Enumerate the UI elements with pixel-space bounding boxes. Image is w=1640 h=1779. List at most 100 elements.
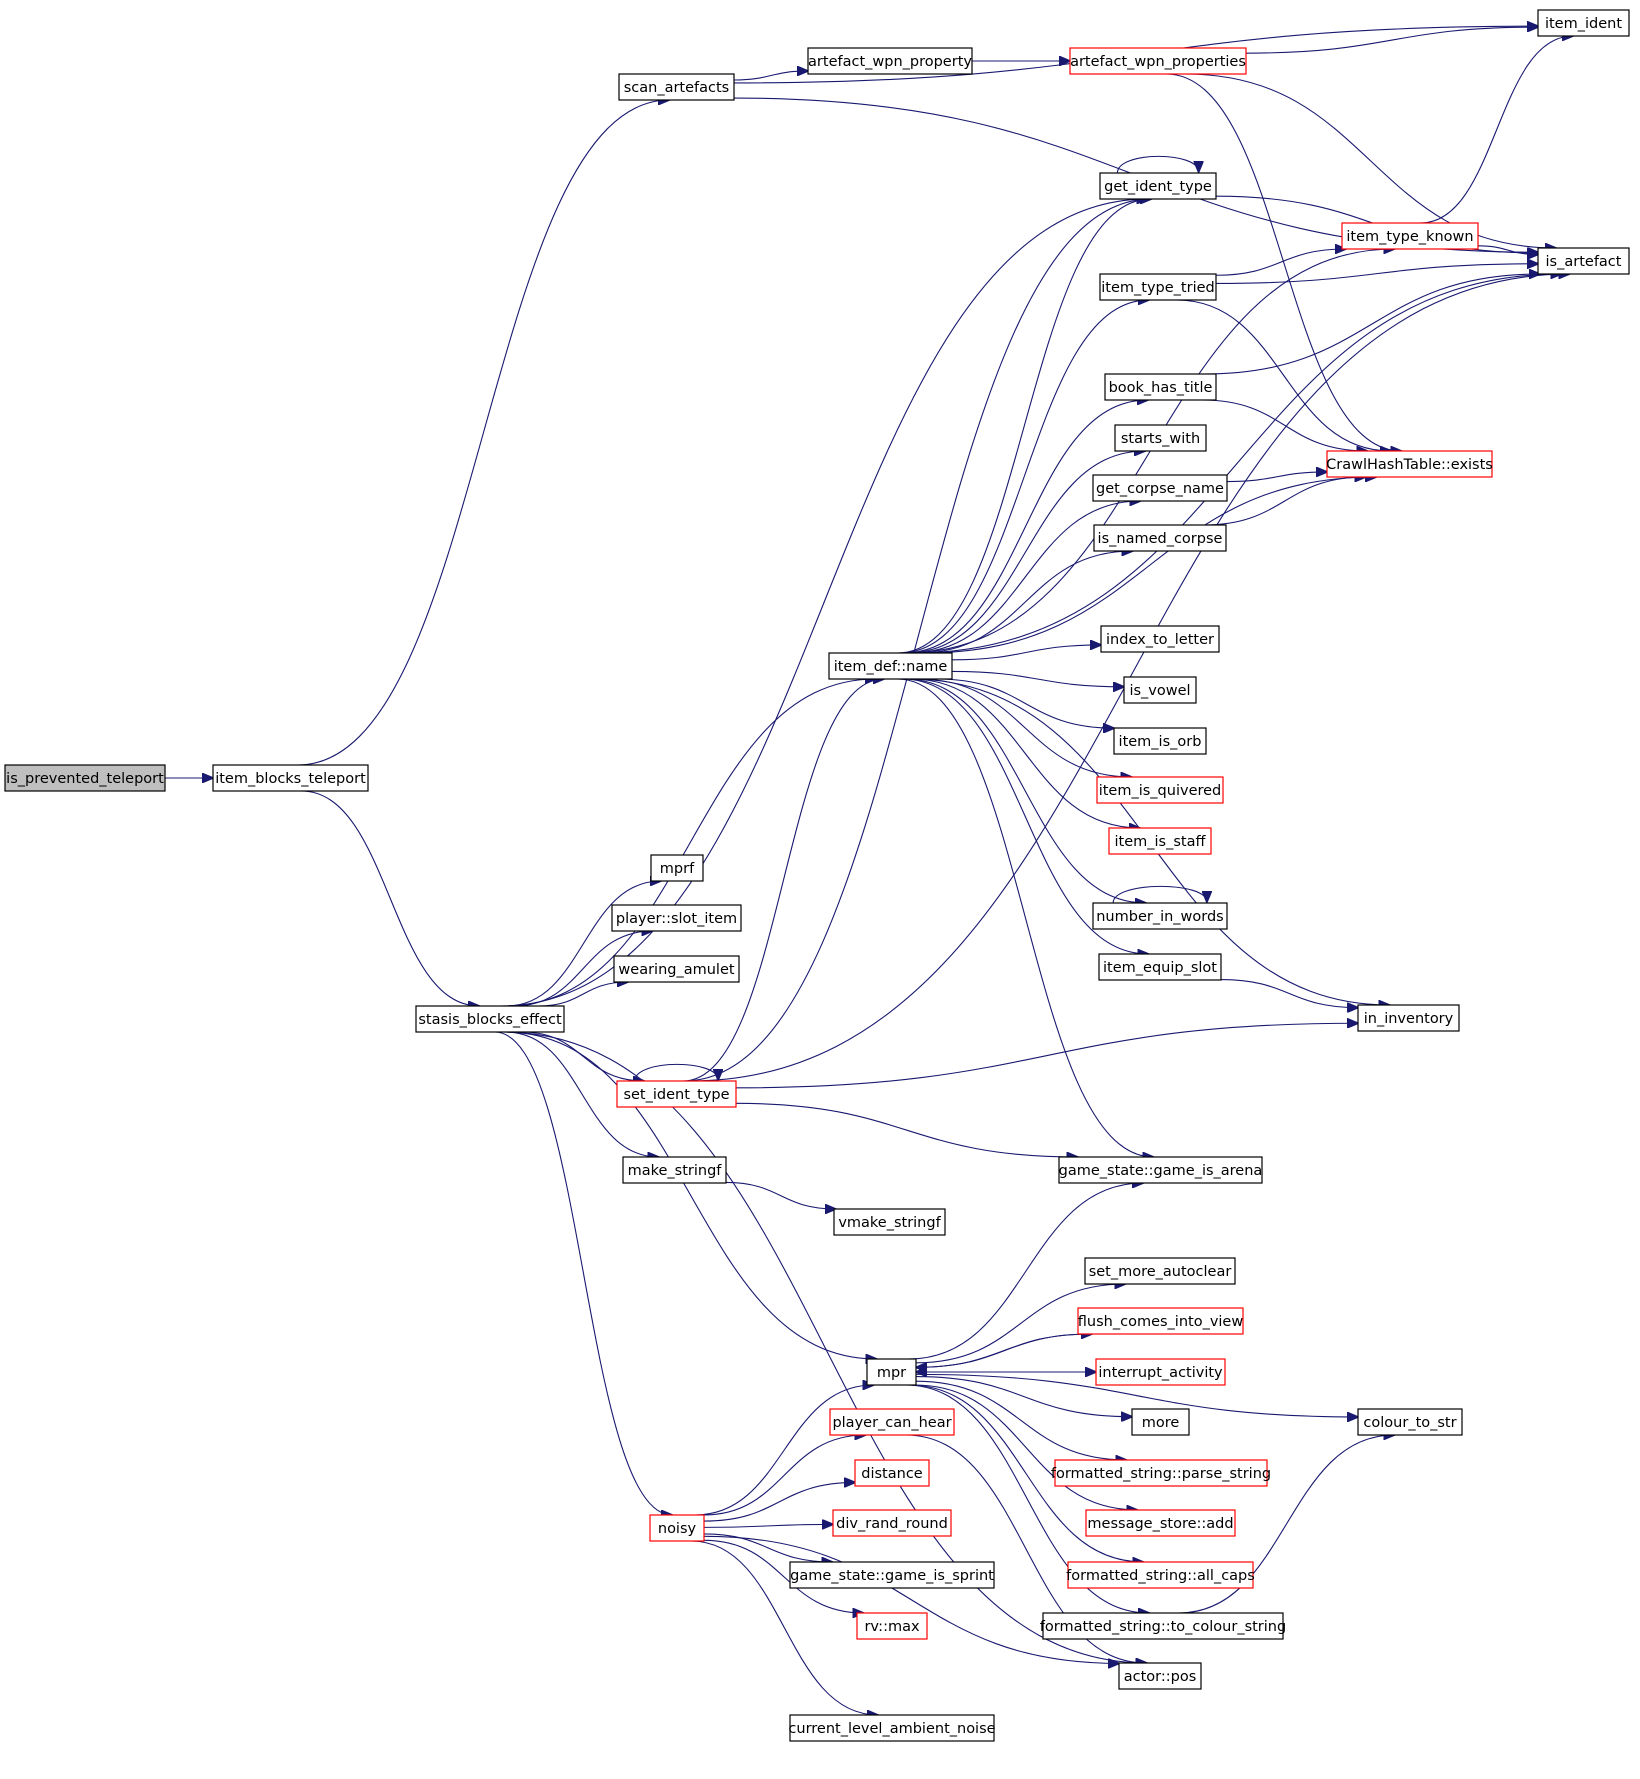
- edge-stasis_blocks_effect-to-get_ident_type: [500, 199, 1147, 1007]
- node-book-has-title[interactable]: book_has_title: [1104, 373, 1217, 401]
- node-is-prevented-teleport[interactable]: is_prevented_teleport: [4, 764, 166, 792]
- node-box: [828, 652, 953, 680]
- edge-flush_comes_into_view-to-mpr: [916, 1333, 1092, 1367]
- edge-item_blocks_teleport-to-stasis_blocks_effect: [301, 790, 479, 1006]
- node-mprf[interactable]: mprf: [650, 854, 704, 882]
- node-vmake-stringf[interactable]: vmake_stringf: [833, 1208, 946, 1236]
- node-label: rv::max: [864, 1619, 920, 1635]
- node-label: get_ident_type: [1104, 179, 1212, 195]
- node-get-ident-type[interactable]: get_ident_type: [1099, 172, 1217, 200]
- node-game-is-arena[interactable]: game_state::game_is_arena: [1058, 1156, 1263, 1184]
- node-artefact-wpn-property[interactable]: artefact_wpn_property: [807, 47, 973, 75]
- node-box: [1113, 727, 1207, 755]
- edge-noisy-to-mpr: [694, 1385, 874, 1516]
- node-label: formatted_string::to_colour_string: [1040, 1619, 1286, 1635]
- node-label: book_has_title: [1109, 380, 1213, 396]
- node-set-ident-type[interactable]: set_ident_type: [616, 1080, 737, 1108]
- node-current-level-ambient-noise[interactable]: current_level_ambient_noise: [788, 1714, 996, 1742]
- node-to-colour-string[interactable]: formatted_string::to_colour_string: [1040, 1612, 1286, 1640]
- node-get-corpse-name[interactable]: get_corpse_name: [1092, 474, 1228, 502]
- node-item-equip-slot[interactable]: item_equip_slot: [1098, 953, 1222, 981]
- edge-item_type_tried-to-is_artefact: [1215, 264, 1538, 285]
- node-parse-string[interactable]: formatted_string::parse_string: [1051, 1459, 1271, 1487]
- node-div-rand-round[interactable]: div_rand_round: [832, 1509, 952, 1537]
- node-item-blocks-teleport[interactable]: item_blocks_teleport: [212, 764, 369, 792]
- node-box: [649, 1514, 705, 1542]
- node-box: [1104, 373, 1217, 401]
- edge-mpr-to-parse_string: [915, 1380, 1126, 1460]
- node-box: [1099, 172, 1217, 200]
- node-box: [650, 854, 704, 882]
- node-item-type-known[interactable]: item_type_known: [1341, 222, 1479, 250]
- edge-stasis_blocks_effect-to-mprf: [506, 881, 661, 1007]
- node-stasis-blocks-effect[interactable]: stasis_blocks_effect: [415, 1005, 565, 1033]
- node-actor-pos[interactable]: actor::pos: [1118, 1662, 1202, 1690]
- node-label: is_artefact: [1546, 254, 1622, 270]
- node-is-named-corpse[interactable]: is_named_corpse: [1093, 524, 1227, 552]
- edge-artefact_wpn_properties-to-is_artefact: [1185, 73, 1556, 248]
- node-label: item_is_orb: [1119, 734, 1202, 750]
- node-artefact-wpn-properties[interactable]: artefact_wpn_properties: [1069, 47, 1247, 75]
- node-box: [1341, 222, 1479, 250]
- node-rv-max[interactable]: rv::max: [856, 1612, 928, 1640]
- edge-item_blocks_teleport-to-scan_artefacts: [297, 100, 669, 766]
- node-label: stasis_blocks_effect: [418, 1012, 562, 1028]
- node-is-vowel[interactable]: is_vowel: [1123, 676, 1197, 704]
- node-starts-with[interactable]: starts_with: [1114, 424, 1207, 452]
- node-item-ident[interactable]: item_ident: [1537, 9, 1630, 37]
- node-label: wearing_amulet: [618, 962, 734, 978]
- node-player-can-hear[interactable]: player_can_hear: [829, 1408, 955, 1436]
- node-wearing-amulet[interactable]: wearing_amulet: [613, 955, 740, 983]
- node-label: distance: [861, 1466, 923, 1482]
- node-label: flush_comes_into_view: [1078, 1314, 1244, 1330]
- edge-item_def_name-to-get_corpse_name: [910, 501, 1140, 654]
- node-box: [1085, 1509, 1236, 1537]
- node-item-is-staff[interactable]: item_is_staff: [1108, 827, 1212, 855]
- edge-set_ident_type-to-in_inventory: [735, 1023, 1358, 1089]
- node-interrupt-activity[interactable]: interrupt_activity: [1095, 1358, 1226, 1386]
- node-label: colour_to_str: [1363, 1415, 1456, 1431]
- node-item-is-orb[interactable]: item_is_orb: [1113, 727, 1207, 755]
- edge-stasis_blocks_effect-to-noisy: [494, 1031, 672, 1515]
- edge-layer: [165, 26, 1573, 1715]
- edge-artefact_wpn_properties-to-crawl_exists: [1166, 73, 1401, 451]
- edge-stasis_blocks_effect-to-actor_pos: [503, 1031, 1146, 1663]
- node-label: in_inventory: [1364, 1011, 1454, 1027]
- node-box: [854, 1459, 930, 1487]
- node-label: set_ident_type: [623, 1087, 729, 1103]
- node-is-artefact[interactable]: is_artefact: [1537, 247, 1630, 275]
- node-label: is_named_corpse: [1098, 531, 1223, 547]
- node-distance[interactable]: distance: [854, 1459, 930, 1487]
- node-colour-to-str[interactable]: colour_to_str: [1357, 1408, 1463, 1436]
- node-label: formatted_string::all_caps: [1066, 1568, 1255, 1584]
- node-index-to-letter[interactable]: index_to_letter: [1100, 625, 1220, 653]
- node-box: [613, 955, 740, 983]
- node-label: artefact_wpn_property: [808, 54, 972, 70]
- node-in-inventory[interactable]: in_inventory: [1357, 1004, 1460, 1032]
- node-box: [1067, 1561, 1254, 1589]
- node-flush-comes-into-view[interactable]: flush_comes_into_view: [1077, 1307, 1244, 1335]
- node-all-caps[interactable]: formatted_string::all_caps: [1066, 1561, 1255, 1589]
- node-noisy[interactable]: noisy: [649, 1514, 705, 1542]
- node-more[interactable]: more: [1131, 1408, 1190, 1436]
- node-game-is-sprint[interactable]: game_state::game_is_sprint: [789, 1561, 995, 1589]
- node-make-stringf[interactable]: make_stringf: [622, 1156, 727, 1184]
- edge-set_ident_type-to-item_def_name: [682, 679, 884, 1082]
- node-crawl-exists[interactable]: CrawlHashTable::exists: [1326, 450, 1493, 478]
- edge-mpr-to-set_more_autoclear: [915, 1284, 1125, 1364]
- node-item-type-tried[interactable]: item_type_tried: [1099, 273, 1217, 301]
- node-item-is-quivered[interactable]: item_is_quivered: [1096, 776, 1224, 804]
- node-number-in-words[interactable]: number_in_words: [1092, 902, 1228, 930]
- node-slot-item[interactable]: player::slot_item: [611, 904, 742, 932]
- node-item-def-name[interactable]: item_def::name: [828, 652, 953, 680]
- node-mpr[interactable]: mpr: [866, 1358, 917, 1386]
- edge-stasis_blocks_effect-to-make_stringf: [505, 1031, 659, 1157]
- node-message-store-add[interactable]: message_store::add: [1085, 1509, 1236, 1537]
- edge-item_def_name-to-index_to_letter: [951, 645, 1101, 661]
- node-scan-artefacts[interactable]: scan_artefacts: [618, 73, 735, 101]
- node-set-more-autoclear[interactable]: set_more_autoclear: [1084, 1257, 1236, 1285]
- edge-is_named_corpse-to-crawl_exists: [1203, 477, 1366, 526]
- edge-noisy-to-actor_pos: [703, 1535, 1119, 1663]
- node-label: CrawlHashTable::exists: [1326, 457, 1493, 473]
